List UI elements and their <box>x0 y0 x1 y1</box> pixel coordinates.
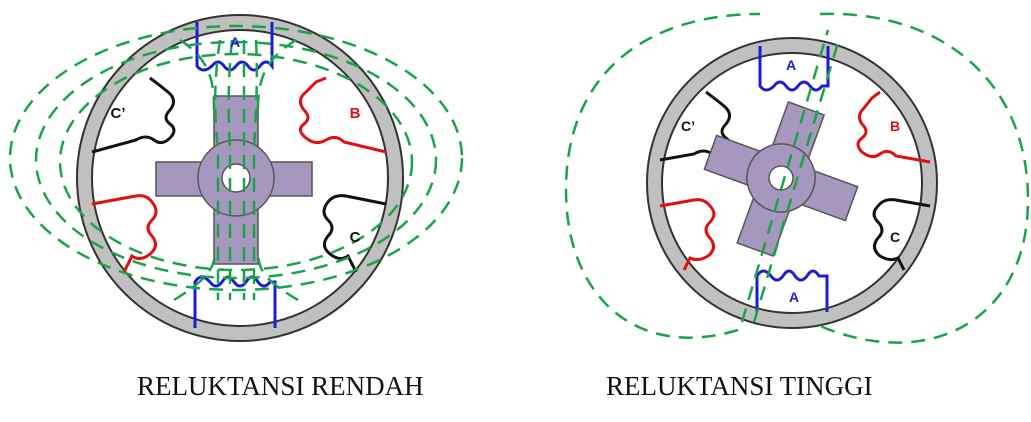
coil-label-b: B <box>890 118 900 134</box>
flux-path-2 <box>227 39 234 300</box>
flux-path-1 <box>740 29 830 323</box>
coil-a-top <box>195 22 274 72</box>
coil-b <box>299 76 387 154</box>
flux-loop-left <box>564 12 761 339</box>
rotor-shaft-hole <box>221 163 251 193</box>
coil-label-c: C <box>890 229 900 245</box>
caption-low-reluctance: RELUKTANSI RENDAH <box>137 371 424 401</box>
coil-c-prime <box>91 76 176 154</box>
flux-path-8 <box>256 249 299 302</box>
coil-b-prime <box>91 194 158 273</box>
caption-high-reluctance: RELUKTANSI TINGGI <box>606 371 873 401</box>
coil-label-c: C <box>350 229 361 246</box>
motor-high-reluctance: A A B C’ C <box>564 12 1030 344</box>
coil-label-b: B <box>350 105 361 122</box>
coil-b-prime <box>659 198 716 271</box>
flux-path-4 <box>252 39 259 300</box>
flux-loop-inner <box>58 52 414 272</box>
flux-loop-middle <box>34 40 438 280</box>
coil-label-c-prime: C’ <box>111 105 126 122</box>
motor-low-reluctance: A B C’ C <box>8 14 464 342</box>
coil-label-a-top: A <box>230 34 240 50</box>
flux-path-5 <box>179 38 216 111</box>
flux-loop-outer <box>8 24 464 292</box>
flux-path-7 <box>173 249 218 302</box>
flux-loop-right <box>819 12 1030 344</box>
coil-label-c-prime: C’ <box>681 118 695 134</box>
flux-lines <box>564 12 1030 344</box>
coil-label-a-top: A <box>786 57 796 73</box>
flux-lines <box>8 24 464 302</box>
rotor <box>703 101 859 257</box>
flux-path-2 <box>752 35 842 323</box>
coil-c <box>322 194 387 273</box>
coil-b <box>856 90 931 164</box>
coil-a-bottom <box>193 275 277 328</box>
flux-path-6 <box>256 38 297 111</box>
coil-label-a-bottom: A <box>789 289 799 305</box>
rotor-shaft-hole <box>768 165 794 191</box>
coil-a-top <box>758 46 830 92</box>
coil-c <box>872 198 931 271</box>
